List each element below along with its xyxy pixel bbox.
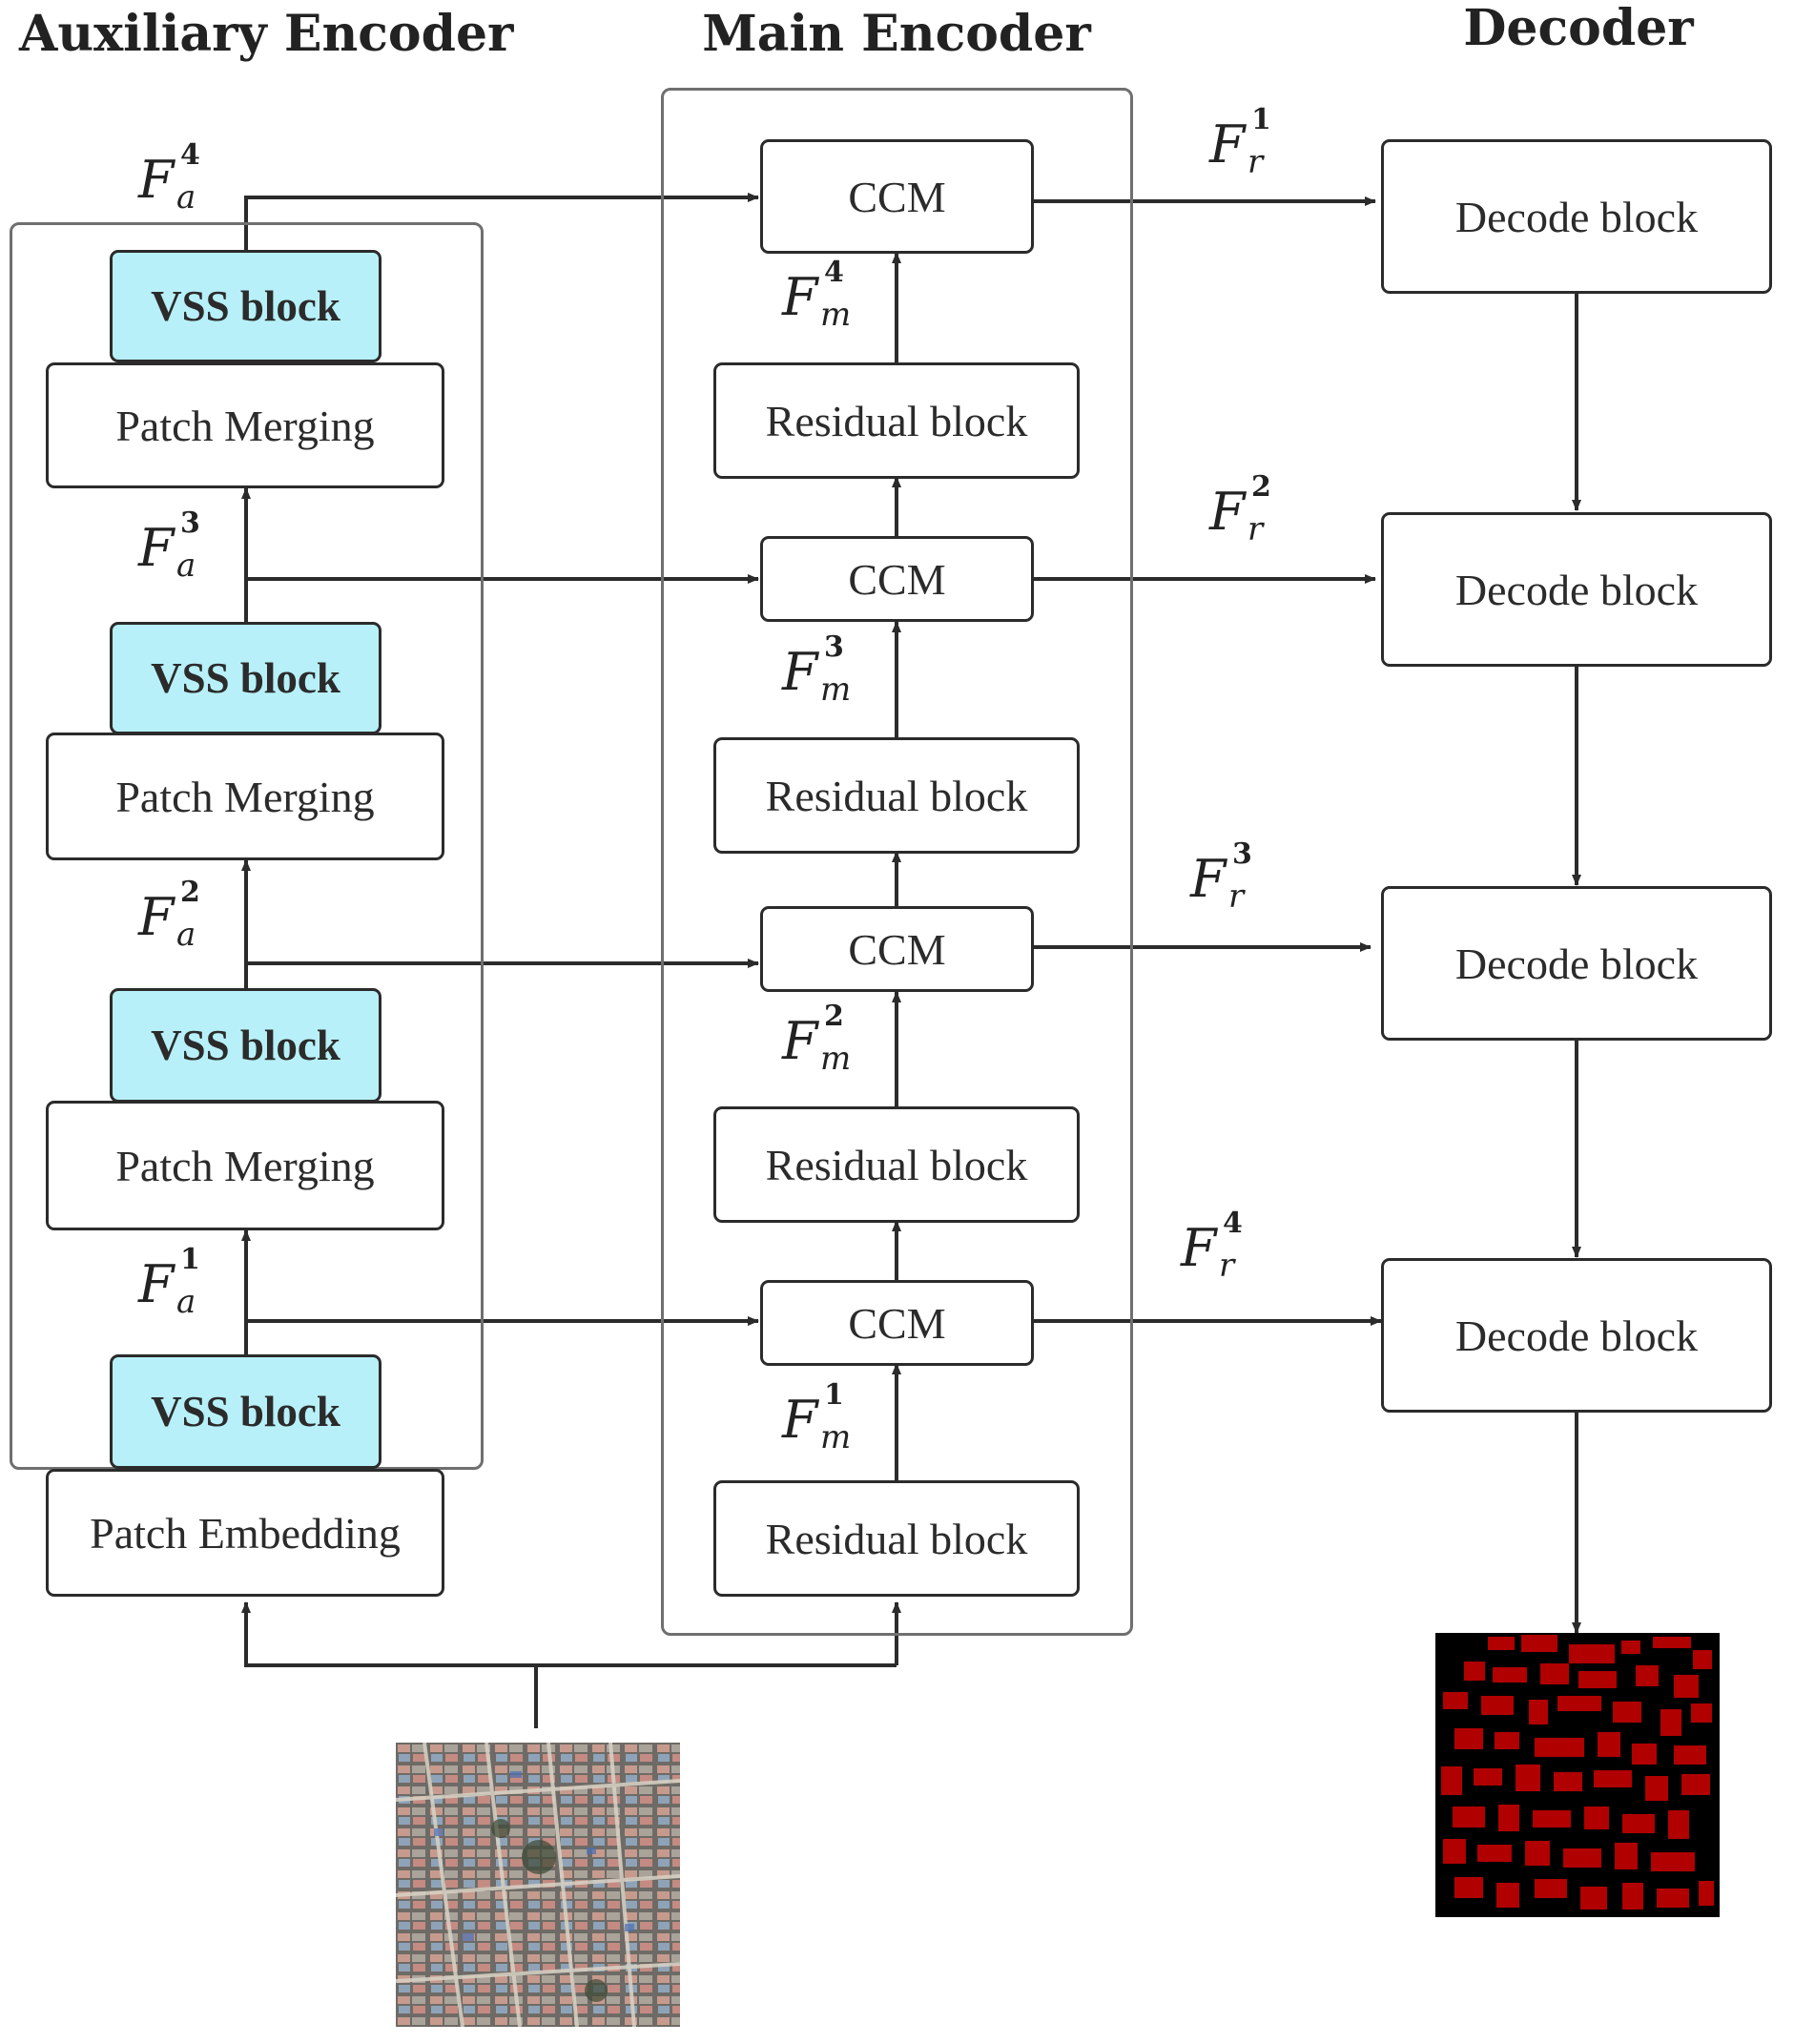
- satellite-image: [396, 1743, 680, 2027]
- decoder-title: Decoder: [1463, 0, 1694, 57]
- decode-block-4: Decode block: [1381, 1258, 1772, 1413]
- patch-merging-1: Patch Merging: [46, 1101, 444, 1230]
- auxiliary-encoder-title: Auxiliary Encoder: [19, 5, 514, 63]
- patch-embedding: Patch Embedding: [46, 1469, 444, 1597]
- decode-block-2: Decode block: [1381, 512, 1772, 667]
- residual-block-4: Residual block: [713, 362, 1080, 479]
- vss-block-3: VSS block: [110, 622, 381, 734]
- arrow-fa4-to-ccm4: [244, 193, 759, 250]
- vss-block-1: VSS block: [110, 1354, 381, 1469]
- ccm-1: CCM: [760, 1280, 1034, 1366]
- main-encoder-title: Main Encoder: [702, 5, 1091, 63]
- ccm-2: CCM: [760, 906, 1034, 992]
- decode-block-1: Decode block: [1381, 139, 1772, 294]
- segmentation-mask: [1435, 1633, 1720, 1917]
- patch-merging-3: Patch Merging: [46, 362, 444, 488]
- arrow-to-patch-embedding: [241, 1601, 536, 1667]
- vss-block-2: VSS block: [110, 988, 381, 1103]
- decode-block-3: Decode block: [1381, 886, 1772, 1041]
- ccm-3: CCM: [760, 536, 1034, 622]
- main-encoder-frame: [661, 88, 1133, 1636]
- input-feed-line: [534, 1663, 897, 1728]
- vss-block-4: VSS block: [110, 250, 381, 362]
- residual-block-2: Residual block: [713, 1106, 1080, 1223]
- residual-block-1: Residual block: [713, 1480, 1080, 1597]
- ccm-4: CCM: [760, 139, 1034, 254]
- patch-merging-2: Patch Merging: [46, 733, 444, 860]
- residual-block-3: Residual block: [713, 737, 1080, 854]
